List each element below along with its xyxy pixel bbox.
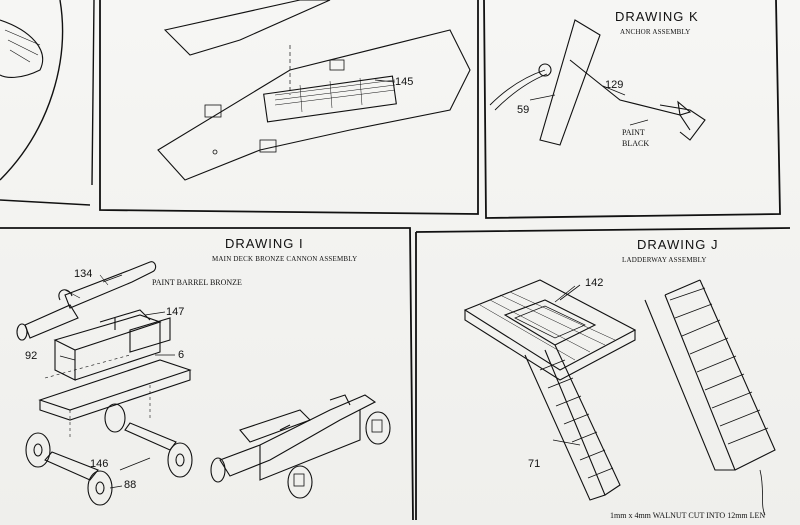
wheel [104, 403, 126, 433]
drawing-k-note-line1: PAINT [622, 128, 645, 137]
drawing-k-subtitle: ANCHOR ASSEMBLY [620, 28, 691, 36]
label-6: 6 [178, 349, 185, 361]
drawing-k-title: DRAWING K [615, 9, 699, 24]
wheel [287, 465, 313, 499]
ladderway-frame [463, 279, 637, 371]
anchor-ring [538, 63, 552, 77]
cannon-barrel [64, 261, 157, 309]
wheel [167, 442, 193, 478]
label-147: 147 [166, 306, 185, 318]
drawing-i-title: DRAWING I [225, 236, 304, 251]
wheel [365, 411, 391, 445]
panel-drawing-j-border [415, 227, 791, 520]
drawing-i-note: PAINT BARREL BRONZE [152, 278, 242, 287]
wheel [25, 432, 51, 468]
drawing-i-subtitle: MAIN DECK BRONZE CANNON ASSEMBLY [212, 255, 358, 263]
label-59: 59 [517, 104, 530, 116]
label-71: 71 [528, 458, 541, 470]
left-panel-edge [0, 0, 95, 206]
left-hull-fragment [0, 19, 44, 78]
drawing-j-subtitle: LADDERWAY ASSEMBLY [622, 256, 707, 264]
axle [44, 451, 99, 481]
upper-deck-piece [163, 0, 331, 56]
ladder-long [644, 294, 736, 471]
axle [124, 422, 177, 451]
wheel [87, 470, 113, 506]
assembled-barrel [219, 394, 377, 477]
label-146: 146 [90, 458, 109, 470]
label-92: 92 [25, 350, 38, 362]
carriage-bed [38, 359, 192, 411]
anchor-stock [539, 19, 601, 146]
anchor-rope [489, 69, 548, 111]
label-129: 129 [605, 79, 624, 91]
panel-drawing-k-border [483, 0, 781, 219]
anchor-shank [569, 59, 691, 131]
label-134: 134 [74, 268, 93, 280]
cannon-cascabel [24, 304, 79, 339]
label-142: 142 [585, 277, 604, 289]
main-deck-piece [157, 29, 471, 181]
label-145: 145 [395, 76, 414, 88]
drawing-k-note-line2: BLACK [622, 139, 650, 148]
ladder-71 [524, 349, 606, 501]
panel-drawing-i-border [0, 227, 414, 521]
drawing-j-title: DRAWING J [637, 237, 719, 252]
anchor-fluke [659, 104, 706, 141]
label-88: 88 [124, 479, 137, 491]
drawing-j-footnote: 1mm x 4mm WALNUT CUT INTO 12mm LEN [610, 511, 766, 520]
panel-deck-border [99, 0, 479, 215]
